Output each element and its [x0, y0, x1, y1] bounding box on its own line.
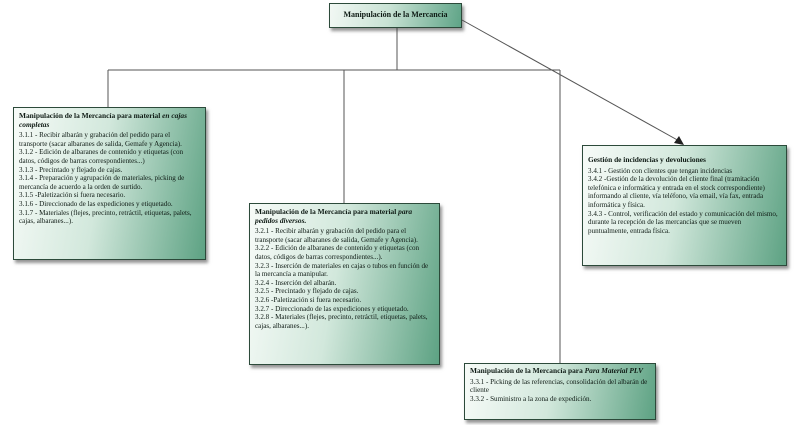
list-item: 3.1.5 -Paletización si fuera necesario. [19, 191, 126, 200]
connector-to-box4 [461, 19, 682, 143]
list-item: 3.1.6 - Direccionado de las expediciones… [19, 199, 173, 208]
title-text: Manipulación de la Mercancía para materi… [19, 111, 163, 120]
node-pedidos-diversos: Manipulación de la Mercancía para materi… [249, 203, 440, 365]
list-item: 3.1.2 - Edición de albaranes de contenid… [19, 148, 184, 165]
list-item: 3.2.6 -Paletización si fuera necesario. [255, 295, 362, 304]
node-title: Manipulación de la Mercancía para materi… [19, 111, 200, 129]
node-title: Manipulación de la Mercancía para materi… [255, 207, 434, 225]
list-item: 3.3.1 - Picking de las referencias, cons… [470, 377, 648, 395]
list-item: 3.1.7 - Materiales (flejes, precinto, re… [19, 208, 192, 226]
list-item: 3.2.5 - Precintado y flejado de cajas. [255, 287, 359, 296]
list-item: 3.2.4 - Inserción del albarán. [255, 278, 337, 287]
list-item: 3.1.3 - Precintado y flejado de cajas. [19, 165, 123, 174]
title-italic-text: Para Material PLV [584, 366, 644, 375]
list-item: 3.4.1 - Gestión con clientes que tengan … [588, 166, 732, 175]
title-text: Manipulación de la Mercancía para [470, 366, 585, 375]
title-text: Gestión de incidencias y devoluciones [588, 155, 706, 164]
title-italic-text: en cajas completas [19, 111, 187, 129]
list-item: 3.2.3 - Inserción de materiales en cajas… [255, 261, 429, 279]
root-title: Manipulación de la Mercancía [343, 10, 448, 20]
list-item: 3.2.7 - Direccionado de las expediciones… [255, 304, 409, 313]
list-item: 3.2.2 - Edición de albaranes de contenid… [255, 244, 420, 261]
node-incidencias-devoluciones: Gestión de incidencias y devoluciones 3.… [582, 145, 787, 266]
list-item: 3.1.4 - Preparación y agrupación de mate… [19, 174, 185, 191]
list-item: 3.4.2 -Gestión de la devolución del clie… [588, 175, 765, 209]
node-material-plv: Manipulación de la Mercancía para Para M… [464, 363, 656, 420]
node-title: Gestión de incidencias y devoluciones [588, 155, 781, 165]
title-text: Manipulación de la Mercancía para materi… [255, 207, 399, 216]
root-node: Manipulación de la Mercancía [329, 3, 462, 28]
node-cajas-completas: Manipulación de la Mercancía para materi… [13, 107, 206, 260]
list-item: 3.1.1 - Recibir albarán y grabación del … [19, 131, 182, 148]
list-item: 3.3.2 - Suministro a la zona de expedici… [470, 394, 592, 403]
node-title: Manipulación de la Mercancía para Para M… [470, 366, 650, 376]
list-item: 3.4.3 - Control, verificación del estado… [588, 209, 778, 235]
title-italic-text: para pedidos diversos. [255, 207, 413, 225]
list-item: 3.2.8 - Materiales (flejes, precinto, re… [255, 313, 428, 330]
list-item: 3.2.1 - Recibir albarán y grabación del … [255, 227, 418, 244]
arrowhead [674, 136, 684, 145]
